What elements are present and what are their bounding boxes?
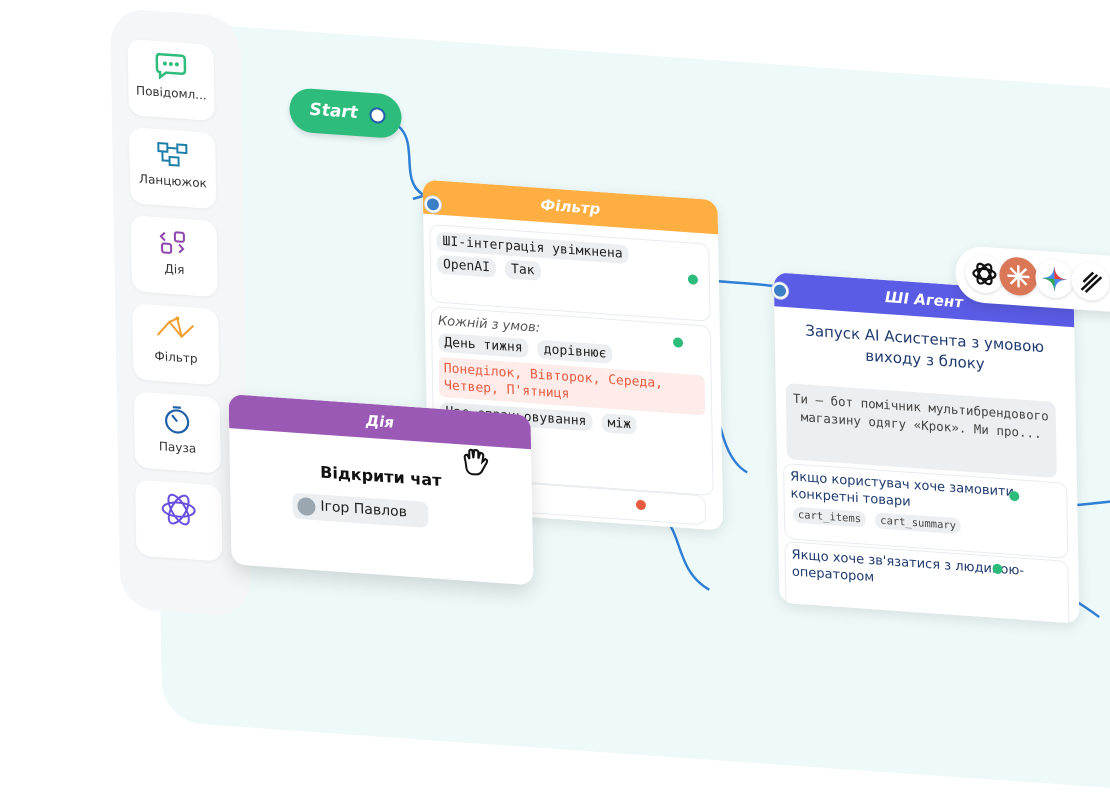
- ai-system-prompt[interactable]: Ти – бот помічник мультибрендового магаз…: [786, 383, 1057, 478]
- grab-hand-icon: [459, 446, 494, 478]
- wire-start-filter: [394, 123, 423, 195]
- other-ai-icon: [1071, 261, 1110, 302]
- filter-output-port-2[interactable]: [673, 337, 683, 348]
- ai-branch-2-port[interactable]: [992, 564, 1002, 575]
- gemini-icon: [1035, 259, 1074, 300]
- filter-output-port-else[interactable]: [636, 500, 646, 511]
- user-name: Ігор Павлов: [320, 499, 407, 521]
- ai-agent-input-port[interactable]: [772, 282, 788, 299]
- filter-output-port-1[interactable]: [688, 274, 698, 285]
- condition-chip: День тижня: [438, 333, 529, 358]
- ai-agent-node[interactable]: ШІ Агент Запуск AI Асистента з умовою ви…: [774, 272, 1080, 623]
- variable-chip: cart_summary: [875, 512, 961, 534]
- condition-chip: між: [601, 413, 637, 435]
- claude-icon: [999, 256, 1038, 297]
- ai-agent-description: Запуск AI Асистента з умовою виходу з бл…: [794, 320, 1055, 380]
- ai-branch-1-port[interactable]: [1009, 491, 1019, 502]
- start-node[interactable]: Start: [289, 87, 402, 139]
- condition-chip: дорівнює: [538, 340, 613, 364]
- start-label: Start: [309, 100, 358, 123]
- variable-chip: cart_items: [793, 507, 866, 528]
- workflow-board: Повідомл... Ланцюжок Дія: [0, 0, 1110, 598]
- user-chip[interactable]: Ігор Павлов: [292, 493, 428, 529]
- start-output-port[interactable]: [369, 107, 385, 124]
- condition-chip: Так: [505, 259, 541, 281]
- filter-condition-block-1[interactable]: ШІ-інтеграція увімкнена OpenAI Так: [429, 224, 710, 322]
- action-node[interactable]: Дія Відкрити чат Ігор Павлов: [229, 394, 534, 585]
- condition-chip: OpenAI: [437, 255, 496, 278]
- avatar: [297, 497, 315, 516]
- openai-icon: [965, 254, 1004, 295]
- filter-input-port[interactable]: [425, 196, 441, 213]
